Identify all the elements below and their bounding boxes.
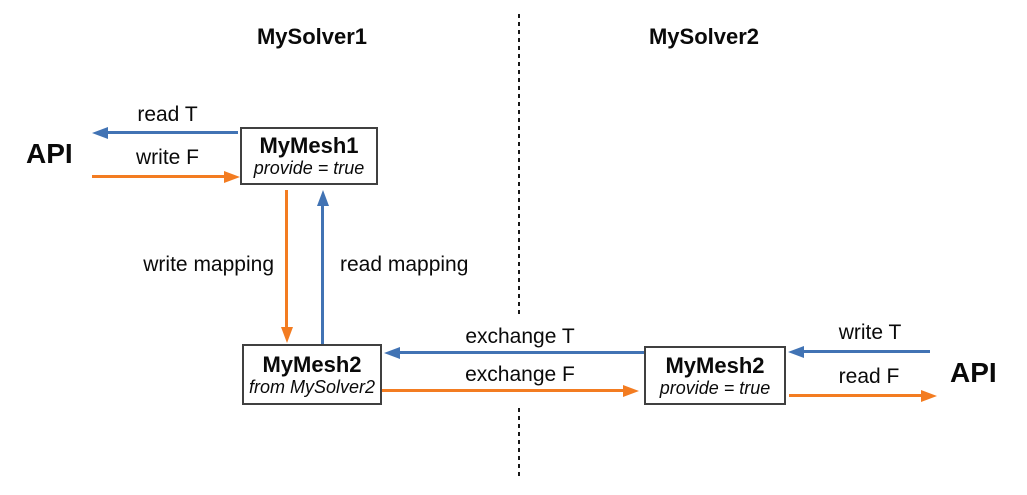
mesh2-right-box: MyMesh2 provide = true [644, 346, 786, 405]
mesh1-box-title: MyMesh1 [259, 133, 359, 158]
solver2-title: MySolver2 [648, 24, 760, 49]
mesh2-left-box: MyMesh2 from MySolver2 [242, 344, 382, 405]
read-t-arrowhead [92, 127, 108, 139]
write-f-arrowhead [224, 171, 240, 183]
read-mapping-arrowhead [317, 190, 329, 206]
api-label-right: API [950, 357, 997, 388]
write-mapping-arrow-label: write mapping [143, 253, 274, 276]
exchange-f-arrow-label: exchange F [465, 363, 575, 386]
write-mapping-arrowhead [281, 327, 293, 343]
exchange-f-arrow-line [382, 389, 624, 392]
write-t-arrow-line [802, 350, 930, 353]
mesh1-box-subtitle: provide = true [253, 158, 365, 179]
exchange-t-arrow-label: exchange T [465, 325, 575, 348]
read-mapping-arrow-label: read mapping [340, 253, 469, 276]
read-mapping-arrow-line [321, 206, 324, 345]
exchange-f-arrowhead [623, 385, 639, 397]
write-f-arrow-line [92, 175, 224, 178]
read-f-arrow-line [789, 394, 923, 397]
write-t-arrowhead [788, 346, 804, 358]
solver1-title: MySolver1 [256, 24, 368, 49]
api-label-left: API [26, 138, 73, 169]
read-f-arrowhead [921, 390, 937, 402]
write-mapping-arrow-line [285, 190, 288, 327]
mesh2-right-box-subtitle: provide = true [659, 377, 771, 398]
read-f-arrow-label: read F [838, 365, 900, 388]
mesh2-right-box-title: MyMesh2 [665, 352, 765, 378]
write-t-arrow-label: write T [838, 321, 902, 344]
read-t-arrow-line [106, 131, 238, 134]
solver-divider-bottom [518, 408, 520, 478]
mesh2-left-box-title: MyMesh2 [262, 351, 362, 377]
mesh2-left-box-subtitle: from MySolver2 [248, 376, 376, 397]
exchange-t-arrow-line [398, 351, 645, 354]
mesh1-box: MyMesh1 provide = true [240, 127, 378, 185]
read-t-arrow-label: read T [137, 103, 198, 126]
write-f-arrow-label: write F [136, 146, 199, 169]
exchange-t-arrowhead [384, 347, 400, 359]
solver-divider-top [518, 14, 520, 318]
